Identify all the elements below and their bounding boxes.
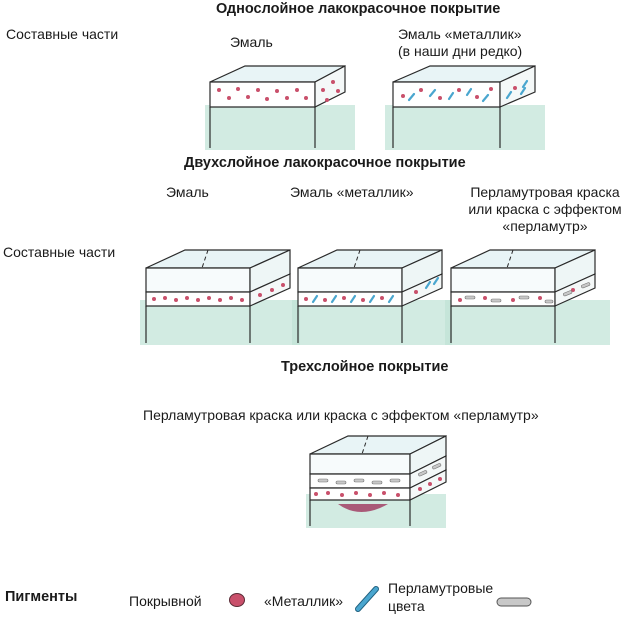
covering-pigment-icon (229, 593, 245, 607)
single-layer-title: Однослойное лакокрасочное покрытие (216, 1, 501, 17)
double-enamel-block (140, 249, 300, 345)
double-enamel-label: Эмаль (166, 184, 209, 200)
double-pearl-label-1: Перламутровая краска (470, 184, 620, 200)
single-metallic-block (385, 65, 545, 150)
single-metallic-note: (в наши дни редко) (398, 43, 523, 59)
legend-covering-label: Покрывной (129, 593, 202, 609)
pearl-pigment-icon (496, 597, 532, 607)
triple-pearl-label: Перламутровая краска или краска с эффект… (143, 407, 539, 423)
double-pearl-label-3: «перламутр» (502, 218, 588, 234)
legend-pearl-label-1: Перламутровые (388, 580, 494, 596)
legend-title: Пигменты (5, 589, 78, 605)
double-pearl-block (445, 249, 610, 345)
legend-metallic-label: «Металлик» (264, 593, 344, 609)
double-parts-label: Составные части (3, 244, 116, 260)
double-metallic-block (292, 249, 452, 345)
single-parts-label: Составные части (6, 26, 119, 42)
double-pearl-label-2: или краска с эффектом (468, 201, 622, 217)
triple-layer-title: Трехслойное покрытие (281, 359, 449, 375)
legend-pearl-label-2: цвета (388, 598, 425, 614)
double-layer-title: Двухслойное лакокрасочное покрытие (184, 155, 466, 171)
single-enamel-label: Эмаль (230, 34, 273, 50)
double-metallic-label: Эмаль «металлик» (290, 184, 414, 200)
triple-pearl-block (306, 435, 447, 528)
metallic-pigment-icon (355, 586, 379, 612)
single-enamel-block (205, 65, 355, 150)
single-metallic-label: Эмаль «металлик» (398, 26, 522, 42)
